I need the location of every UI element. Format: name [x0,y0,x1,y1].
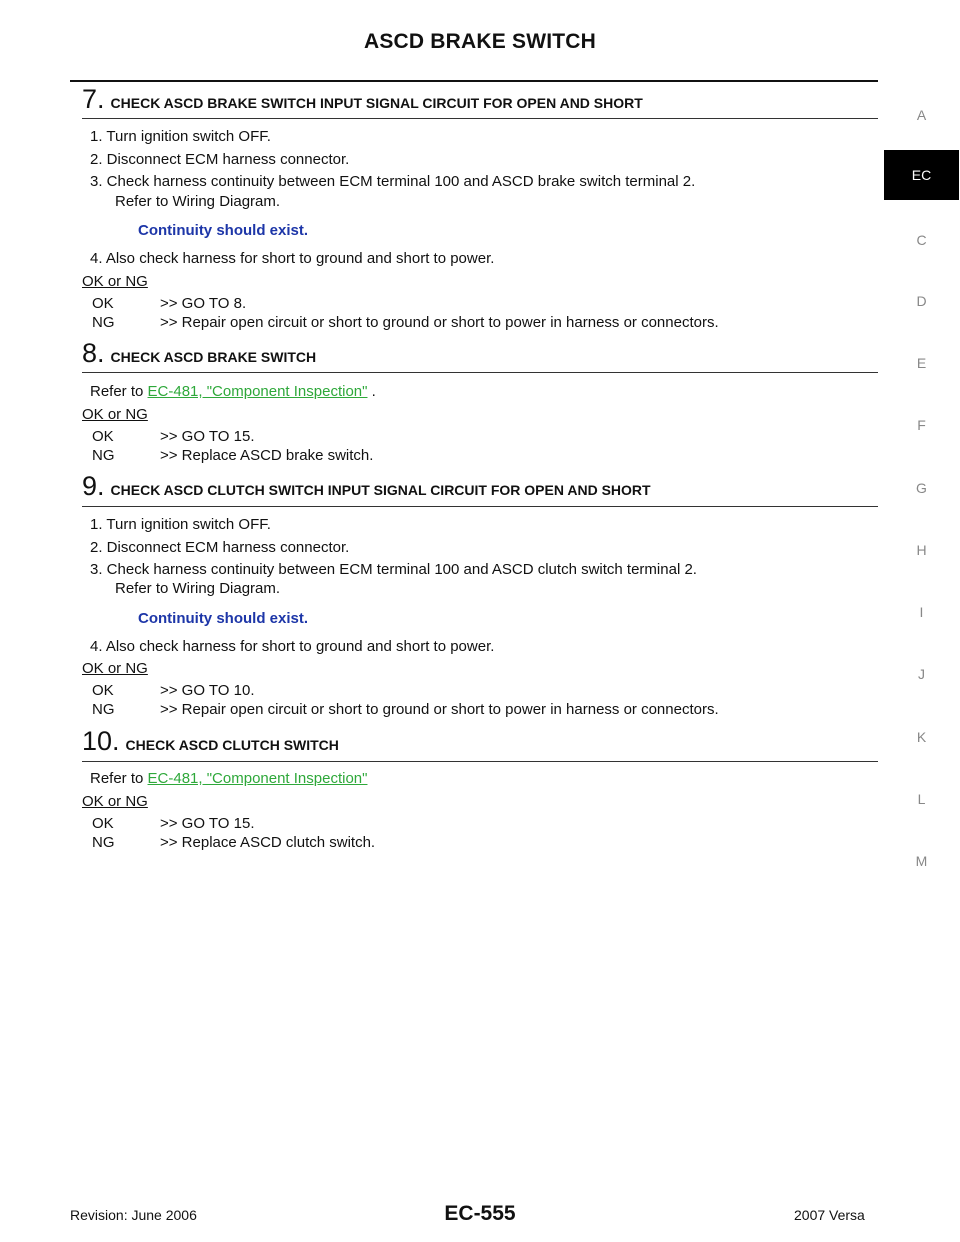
result-ng: NG >> Replace ASCD clutch switch. [92,834,375,851]
list-item: 3. Check harness continuity between ECM … [90,561,697,578]
result-ng: NG >> Replace ASCD brake switch. [92,447,373,464]
page-title: ASCD BRAKE SWITCH [363,30,597,53]
result-ng: NG >> Repair open circuit or short to gro… [92,314,719,331]
refer-line: Refer to EC-481, "Component Inspection" … [90,383,376,400]
step-heading: 8. CHECK ASCD BRAKE SWITCH [82,338,878,369]
result-code: OK [92,295,114,312]
list-item: 1. Turn ignition switch OFF. [90,516,271,533]
side-tab-h[interactable]: H [916,542,927,558]
component-inspection-link[interactable]: EC-481, "Component Inspection" [147,770,368,787]
step-rule [82,761,878,762]
side-tab-l[interactable]: L [917,791,926,807]
step-number: 9. [82,471,105,501]
result-code: NG [92,447,115,464]
ok-or-ng-label: OK or NG [82,273,148,290]
result-ok: OK >> GO TO 10. [92,682,255,699]
step-rule [82,118,878,119]
side-tab-g[interactable]: G [916,480,927,496]
list-item: 2. Disconnect ECM harness connector. [90,539,350,556]
side-tab-j[interactable]: J [918,666,925,682]
step-title: CHECK ASCD BRAKE SWITCH [110,349,317,365]
result-ng: NG >> Repair open circuit or short to gro… [92,701,719,718]
result-text: >> Repair open circuit or short to groun… [160,314,719,331]
step-number: 10. [82,726,120,756]
step-rule [82,506,878,507]
side-tab-e[interactable]: E [916,355,927,371]
result-ok: OK >> GO TO 8. [92,295,246,312]
result-code: OK [92,682,114,699]
footer-page-number: EC-555 [444,1202,516,1225]
list-item: 1. Turn ignition switch OFF. [90,128,271,145]
result-code: NG [92,834,115,851]
side-tab-m[interactable]: M [915,853,928,869]
list-item: 4. Also check harness for short to groun… [90,638,495,655]
refer-prefix: Refer to [90,383,148,400]
refer-prefix: Refer to [90,770,148,787]
step-title: CHECK ASCD CLUTCH SWITCH [125,737,339,753]
side-tab-d[interactable]: D [916,293,927,309]
result-text: >> GO TO 15. [160,428,255,445]
step-title: CHECK ASCD BRAKE SWITCH INPUT SIGNAL CIR… [110,95,643,111]
result-text: >> GO TO 10. [160,682,255,699]
side-tab-c[interactable]: C [916,232,927,248]
list-item-continued: Refer to Wiring Diagram. [115,580,281,597]
side-tab-k[interactable]: K [916,729,927,745]
side-tab-ec[interactable]: EC [884,150,959,200]
result-code: NG [92,314,115,331]
top-rule [70,80,878,82]
result-text: >> Replace ASCD brake switch. [160,447,374,464]
refer-suffix: . [367,383,376,400]
result-code: NG [92,701,115,718]
side-tab-i[interactable]: I [919,604,924,620]
list-item: 4. Also check harness for short to groun… [90,250,495,267]
step-number: 7. [82,84,105,114]
footer-model: 2007 Versa [794,1207,865,1223]
spec-note: Continuity should exist. [138,222,309,239]
list-item: 3. Check harness continuity between ECM … [90,173,696,190]
step-number: 8. [82,338,105,368]
result-text: >> GO TO 8. [160,295,247,312]
ok-or-ng-label: OK or NG [82,406,148,423]
result-text: >> Repair open circuit or short to groun… [160,701,719,718]
list-item: 2. Disconnect ECM harness connector. [90,151,350,168]
step-title: CHECK ASCD CLUTCH SWITCH INPUT SIGNAL CI… [110,482,651,498]
side-tab-f[interactable]: F [917,417,926,433]
component-inspection-link[interactable]: EC-481, "Component Inspection" [147,383,368,400]
ok-or-ng-label: OK or NG [82,660,148,677]
step-heading: 9. CHECK ASCD CLUTCH SWITCH INPUT SIGNAL … [82,471,878,502]
step-heading: 10. CHECK ASCD CLUTCH SWITCH [82,726,878,757]
step-rule [82,372,878,373]
step-heading: 7. CHECK ASCD BRAKE SWITCH INPUT SIGNAL C… [82,84,878,115]
result-ok: OK >> GO TO 15. [92,815,255,832]
ok-or-ng-label: OK or NG [82,793,148,810]
list-item-continued: Refer to Wiring Diagram. [115,193,281,210]
result-text: >> GO TO 15. [160,815,255,832]
side-tab-a[interactable]: A [916,107,927,123]
result-text: >> Replace ASCD clutch switch. [160,834,376,851]
result-ok: OK >> GO TO 15. [92,428,255,445]
result-code: OK [92,428,114,445]
refer-line: Refer to EC-481, "Component Inspection" [90,770,367,787]
result-code: OK [92,815,114,832]
footer-revision: Revision: June 2006 [70,1207,197,1223]
spec-note: Continuity should exist. [138,610,309,627]
